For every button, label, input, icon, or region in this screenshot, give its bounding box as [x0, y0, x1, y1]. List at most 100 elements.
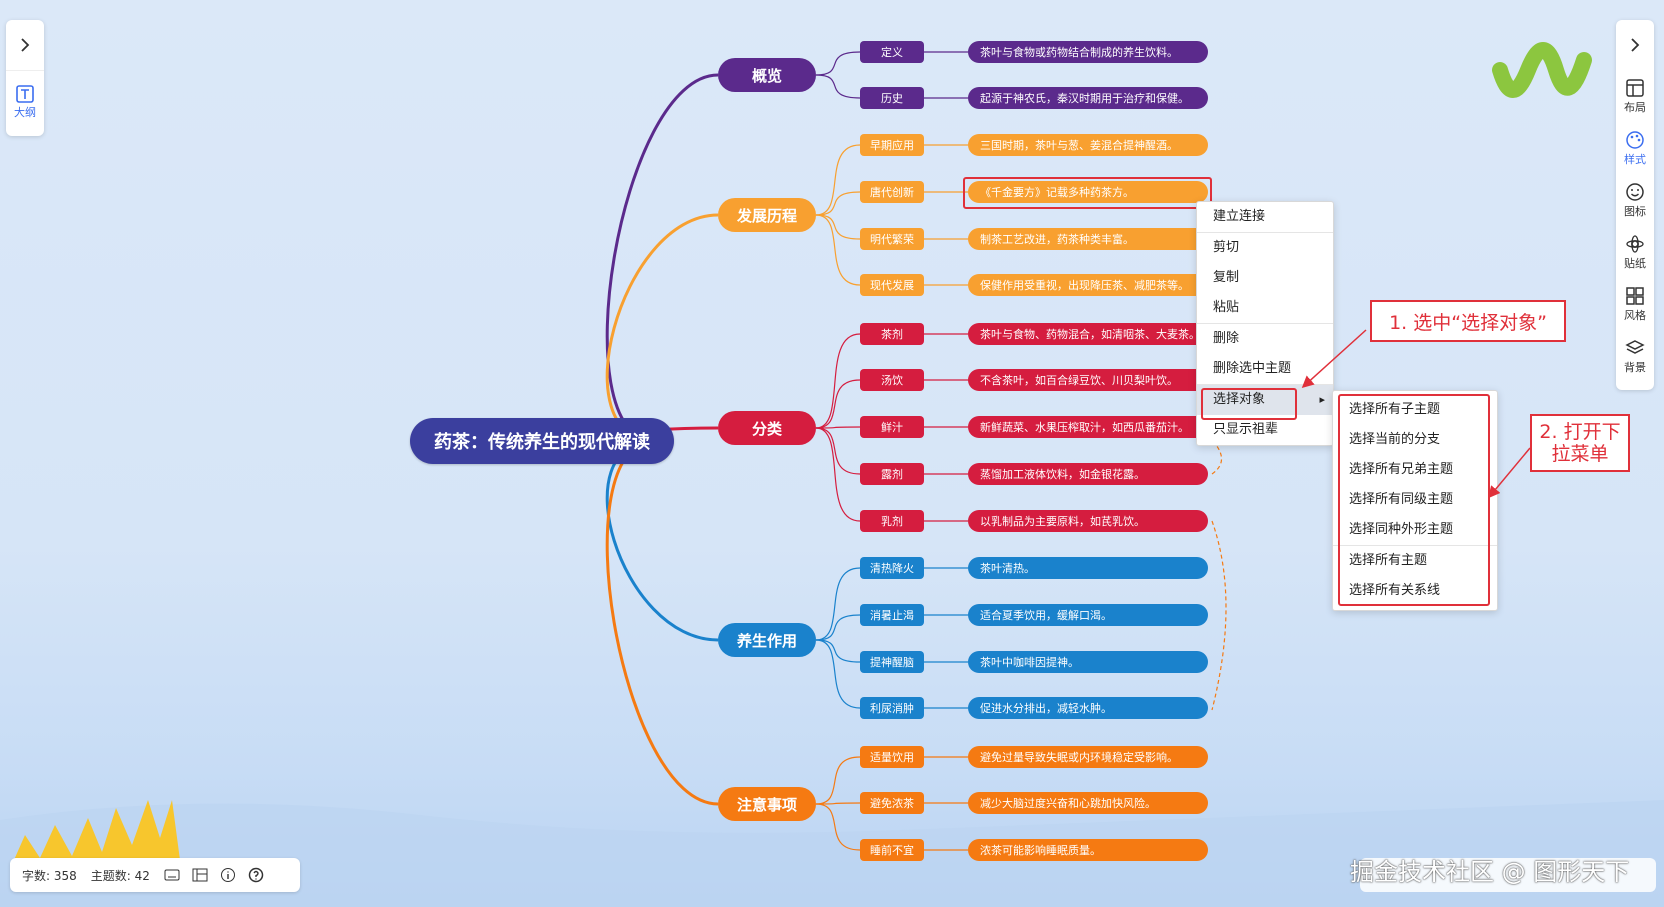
branch-topic[interactable]: 注意事项 [718, 787, 816, 821]
context-menu-item[interactable]: 剪切 [1213, 240, 1240, 255]
leaf-topic[interactable]: 起源于神农氏，秦汉时期用于治疗和保健。 [968, 87, 1208, 109]
connector-line [815, 333, 861, 429]
root-topic[interactable]: 药茶：传统养生的现代解读 [410, 418, 674, 464]
collapse-right-button[interactable] [1616, 20, 1654, 70]
subtopic[interactable]: 露剂 [860, 463, 924, 485]
subtopic[interactable]: 提神醒脑 [860, 651, 924, 673]
leaf-topic[interactable]: 避免过量导致失眠或内环境稳定受影响。 [968, 746, 1208, 768]
right-panel-grid-button[interactable]: 风格 [1616, 278, 1654, 330]
leaf-topic[interactable]: 浓茶可能影响睡眠质量。 [968, 839, 1208, 861]
branch-topic[interactable]: 分类 [718, 411, 816, 445]
subtopic[interactable]: 清热降火 [860, 557, 924, 579]
branch-topic[interactable]: 发展历程 [718, 198, 816, 232]
leaf-topic[interactable]: 保健作用受重视，出现降压茶、减肥茶等。 [968, 274, 1208, 296]
connector-line [815, 426, 861, 429]
leaf-topic[interactable]: 茶叶清热。 [968, 557, 1208, 579]
connector-line [815, 214, 861, 286]
leaf-topic[interactable]: 新鲜蔬菜、水果压榨取汁，如西瓜番茄汁。 [968, 416, 1208, 438]
outline-label: 大纲 [14, 106, 36, 119]
subtopic[interactable]: 鲜汁 [860, 416, 924, 438]
watermark: 掘金技术社区 @ 图形天下 [1350, 858, 1630, 886]
leaf-topic[interactable]: 减少大脑过度兴奋和心跳加快风险。 [968, 792, 1208, 814]
leaf-topic[interactable]: 茶叶中咖啡因提神。 [968, 651, 1208, 673]
outline-icon [16, 85, 34, 103]
subtopic[interactable]: 定义 [860, 41, 924, 63]
connector-line [815, 614, 861, 641]
leaf-topic[interactable]: 三国时期，茶叶与葱、姜混合提神醒酒。 [968, 134, 1208, 156]
right-panel-sticker-button[interactable]: 贴纸 [1616, 226, 1654, 278]
connector-line [815, 567, 861, 641]
subtopic[interactable]: 茶剂 [860, 323, 924, 345]
menu-separator [1197, 323, 1333, 324]
leaf-topic[interactable]: 蒸馏加工液体饮料，如金银花露。 [968, 463, 1208, 485]
grid-icon [1626, 287, 1644, 305]
expand-left-button[interactable] [6, 20, 44, 71]
subtopic[interactable]: 现代发展 [860, 274, 924, 296]
context-menu-item[interactable]: 删除选中主题 [1213, 361, 1292, 376]
right-panel-layers-button[interactable]: 背景 [1616, 330, 1654, 382]
subtopic[interactable]: 唐代创新 [860, 181, 924, 203]
submenu-item[interactable]: 选择所有关系线 [1349, 583, 1441, 598]
annotation-step2-line2: 拉菜单 [1551, 443, 1609, 465]
right-panel-smiley-button[interactable]: 图标 [1616, 174, 1654, 226]
right-panel-label: 风格 [1624, 309, 1646, 322]
arrow-step1 [1301, 329, 1367, 389]
yellow-wave-decoration [14, 800, 180, 860]
leaf-topic[interactable]: 以乳制品为主要原料，如芪乳饮。 [968, 510, 1208, 532]
leaf-topic[interactable]: 制茶工艺改进，药茶种类丰富。 [968, 228, 1208, 250]
subtopic[interactable]: 汤饮 [860, 369, 924, 391]
leaf-topic[interactable]: 《千金要方》记载多种药茶方。 [968, 181, 1208, 203]
connector-line [815, 427, 861, 475]
right-side-panel: 布局样式图标贴纸风格背景 [1616, 20, 1654, 390]
outline-button[interactable]: 大纲 [6, 71, 44, 133]
context-menu-item[interactable]: 选择对象▸ [1197, 385, 1333, 415]
leaf-topic[interactable]: 促进水分排出，减轻水肿。 [968, 697, 1208, 719]
submenu-arrow-icon: ▸ [1319, 393, 1325, 406]
connector-line [815, 74, 861, 99]
leaf-topic[interactable]: 适合夏季饮用，缓解口渴。 [968, 604, 1208, 626]
branch-topic[interactable]: 概览 [718, 58, 816, 92]
subtopic[interactable]: 明代繁荣 [860, 228, 924, 250]
submenu-item[interactable]: 选择所有主题 [1349, 553, 1428, 568]
leaf-topic[interactable]: 茶叶与食物或药物结合制成的养生饮料。 [968, 41, 1208, 63]
right-panel-layout-button[interactable]: 布局 [1616, 70, 1654, 122]
leaf-topic[interactable]: 不含茶叶，如百合绿豆饮、川贝梨叶饮。 [968, 369, 1208, 391]
submenu-item[interactable]: 选择当前的分支 [1349, 432, 1441, 447]
subtopic[interactable]: 利尿消肿 [860, 697, 924, 719]
subtopic[interactable]: 乳剂 [860, 510, 924, 532]
chevron-right-icon [21, 38, 30, 52]
right-panel-label: 布局 [1624, 101, 1646, 114]
info-icon[interactable] [220, 867, 236, 883]
subtopic[interactable]: 早期应用 [860, 134, 924, 156]
context-menu-item[interactable]: 删除 [1213, 331, 1240, 346]
submenu-item[interactable]: 选择所有同级主题 [1349, 492, 1454, 507]
connector-line [815, 639, 861, 709]
sticker-icon [1626, 235, 1644, 253]
branch-topic[interactable]: 养生作用 [718, 623, 816, 657]
subtopic[interactable]: 历史 [860, 87, 924, 109]
leaf-topic[interactable]: 茶叶与食物、药物混合，如清咽茶、大麦茶。 [968, 323, 1208, 345]
subtopic[interactable]: 消暑止渴 [860, 604, 924, 626]
context-menu-item[interactable]: 只显示祖辈 [1213, 422, 1279, 437]
green-wave-decoration [1492, 42, 1592, 98]
right-panel-label: 样式 [1624, 153, 1646, 166]
subtopic[interactable]: 睡前不宜 [860, 839, 924, 861]
menu-separator [1197, 384, 1333, 385]
submenu-item[interactable]: 选择同种外形主题 [1349, 522, 1454, 537]
context-menu-item[interactable]: 粘贴 [1213, 300, 1240, 315]
arrow-step2 [1488, 447, 1531, 499]
submenu-item[interactable]: 选择所有兄弟主题 [1349, 462, 1454, 477]
right-panel-palette-button[interactable]: 样式 [1616, 122, 1654, 174]
subtopic[interactable]: 适量饮用 [860, 746, 924, 768]
subtopic[interactable]: 避免浓茶 [860, 792, 924, 814]
context-menu-item[interactable]: 复制 [1213, 270, 1240, 285]
keyboard-icon[interactable] [164, 868, 180, 882]
minimap-icon[interactable] [192, 868, 208, 882]
word-count: 字数: 358 [22, 868, 77, 883]
context-menu-item[interactable]: 建立连接 [1213, 209, 1266, 224]
help-icon[interactable] [248, 867, 264, 883]
connector-line [815, 379, 861, 429]
submenu-item[interactable]: 选择所有子主题 [1349, 402, 1441, 417]
